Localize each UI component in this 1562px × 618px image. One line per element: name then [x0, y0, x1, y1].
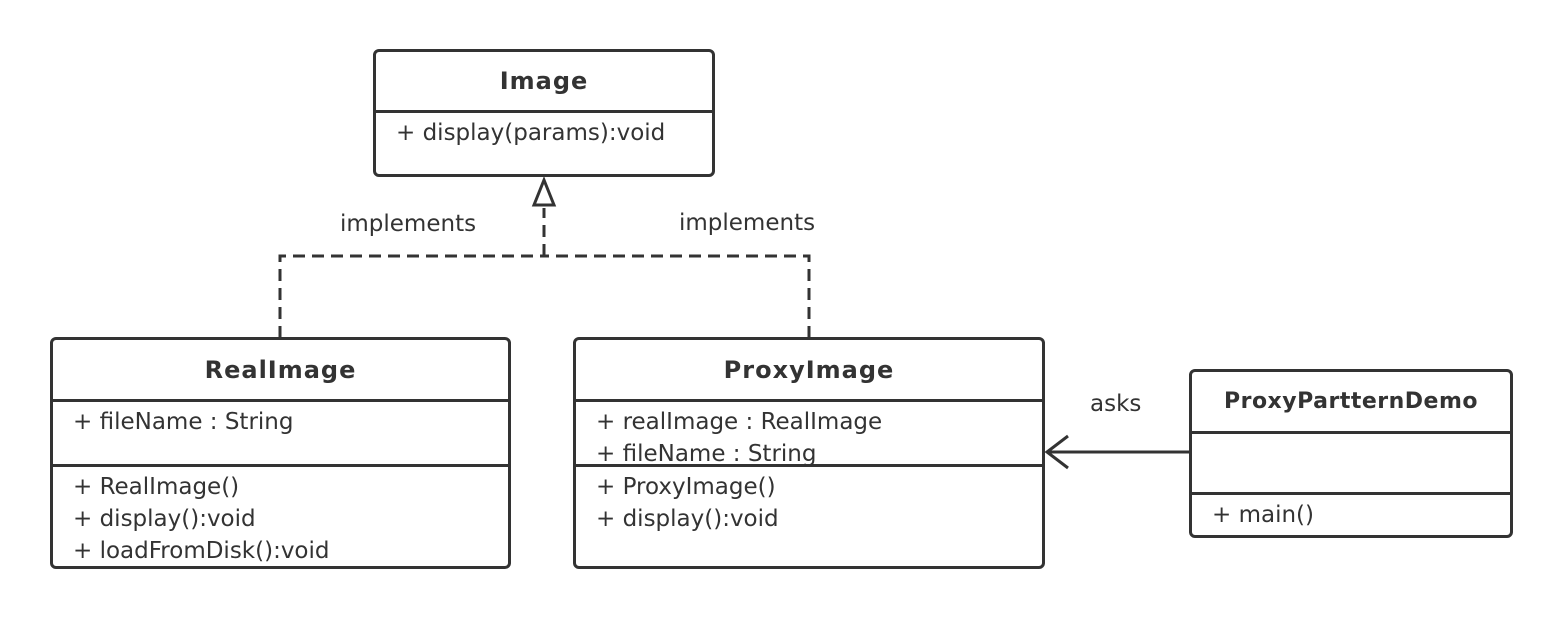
operation: + RealImage() — [73, 474, 240, 500]
implements-label-realimage: implements — [340, 211, 477, 237]
class-operations: + main() — [1192, 492, 1510, 531]
attribute: + realImage : RealImage — [596, 409, 883, 435]
class-image[interactable]: Image + display(params):void — [373, 49, 715, 177]
class-attributes — [1192, 434, 1510, 492]
proxyimage-realization-line — [544, 254, 811, 338]
operation: + display():void — [596, 506, 779, 532]
class-name: RealImage — [53, 340, 508, 402]
class-attributes: + fileName : String — [53, 402, 508, 464]
class-operations: + ProxyImage() + display():void — [576, 464, 1042, 535]
hollow-triangle-arrowhead — [531, 175, 557, 207]
operation: + loadFromDisk():void — [73, 538, 330, 564]
attribute: + fileName : String — [596, 441, 817, 467]
operation: + ProxyImage() — [596, 474, 776, 500]
class-name: ProxyPartternDemo — [1192, 372, 1510, 434]
class-name: Image — [376, 52, 712, 113]
operation: + display(params):void — [396, 120, 666, 146]
implements-label-proxyimage: implements — [679, 210, 816, 236]
class-operations: + RealImage() + display():void + loadFro… — [53, 464, 508, 567]
attribute: + fileName : String — [73, 409, 294, 435]
class-proxyimage[interactable]: ProxyImage + realImage : RealImage + fil… — [573, 337, 1045, 569]
operation: + display():void — [73, 506, 256, 532]
class-realimage[interactable]: RealImage + fileName : String + RealImag… — [50, 337, 511, 569]
operation: + main() — [1212, 502, 1314, 528]
open-arrowhead — [1044, 434, 1069, 470]
realimage-realization-line — [278, 254, 544, 338]
class-operations: + display(params):void — [376, 113, 712, 149]
class-name: ProxyImage — [576, 340, 1042, 402]
class-attributes: + realImage : RealImage + fileName : Str… — [576, 402, 1042, 467]
asks-label: asks — [1090, 391, 1142, 417]
class-proxypartterndemo[interactable]: ProxyPartternDemo + main() — [1189, 369, 1513, 538]
